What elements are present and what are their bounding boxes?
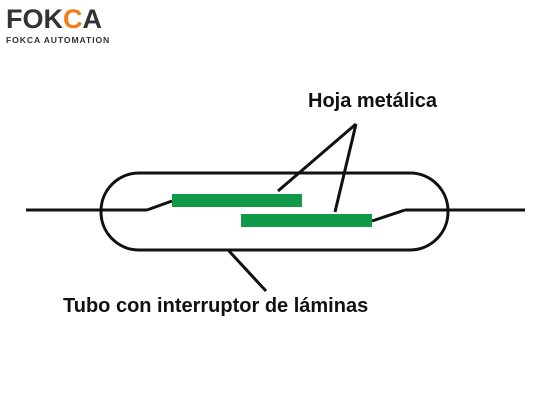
logo-text-part3: A <box>82 4 103 34</box>
lower-reed-blade <box>241 214 372 227</box>
tube-label: Tubo con interruptor de láminas <box>63 295 369 317</box>
metal-sheet-pointer-lower <box>333 123 358 213</box>
logo-wordmark: FOKCA <box>6 4 110 34</box>
metal-sheet-pointer-upper <box>277 122 357 193</box>
logo-text-accent: C <box>63 4 83 34</box>
tube-pointer <box>227 249 268 293</box>
left-reed-bend <box>146 199 173 212</box>
upper-reed-blade <box>172 194 302 207</box>
metal-sheet-label: Hoja metálica <box>308 90 437 112</box>
brand-logo: FOKCA FOKCA AUTOMATION <box>6 4 110 45</box>
right-reed-bend <box>371 208 406 223</box>
glass-tube <box>99 171 450 252</box>
logo-text-part1: FOK <box>6 4 63 34</box>
logo-subtitle: FOKCA AUTOMATION <box>6 35 111 45</box>
